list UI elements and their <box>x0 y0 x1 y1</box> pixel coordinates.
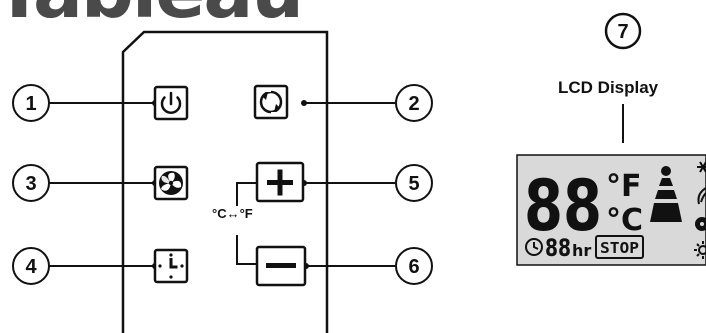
heat-icon <box>694 241 706 259</box>
callout-2: 2 <box>395 84 433 122</box>
svg-text:1: 1 <box>25 93 36 115</box>
minus-icon <box>266 263 296 268</box>
power-icon <box>160 91 182 114</box>
minus-button[interactable] <box>255 245 307 287</box>
svg-text:2: 2 <box>408 93 419 115</box>
lcd-clock-icon <box>525 238 543 256</box>
plus-button[interactable] <box>255 161 305 203</box>
lcd-unit-fahrenheit: °F <box>606 169 642 204</box>
fan-speed-icon <box>650 166 682 222</box>
callout-1: 1 <box>12 84 50 122</box>
fan-mode-icon <box>695 217 706 231</box>
svg-text:3: 3 <box>25 173 36 195</box>
lcd-display: 88 °F °C <box>516 154 706 266</box>
callout-5: 5 <box>395 164 433 202</box>
fan-icon <box>159 171 183 195</box>
power-button[interactable] <box>153 85 189 121</box>
lcd-stop-box <box>595 235 644 259</box>
lcd-main-digits: 88 <box>524 165 602 247</box>
timer-button[interactable] <box>153 248 189 284</box>
plus-icon <box>267 169 293 196</box>
svg-text:5: 5 <box>408 173 419 195</box>
clock-icon <box>158 253 184 279</box>
lcd-unit-celsius: °C <box>606 203 643 238</box>
callout-4: 4 <box>12 247 50 285</box>
leader-lines <box>49 102 624 267</box>
remote-body <box>121 30 329 333</box>
lcd-stop-label: STOP <box>600 239 639 257</box>
cool-icon <box>697 161 706 173</box>
svg-text:6: 6 <box>408 256 419 278</box>
callout-7: 7 <box>604 12 642 50</box>
mode-button[interactable] <box>253 84 289 120</box>
lcd-display-label: LCD Display <box>558 78 659 97</box>
cycle-mode-icon <box>259 88 283 116</box>
title-fragment: Tableau <box>0 0 304 29</box>
lcd-timer-digits: 88 <box>545 234 571 262</box>
callout-3: 3 <box>12 164 50 202</box>
fan-button[interactable] <box>153 165 189 201</box>
lcd-timer-unit: hr <box>572 241 591 260</box>
svg-text:7: 7 <box>617 21 628 43</box>
svg-text:4: 4 <box>25 256 37 278</box>
callout-6: 6 <box>395 247 433 285</box>
unit-toggle-label: °C↔°F <box>212 206 253 221</box>
